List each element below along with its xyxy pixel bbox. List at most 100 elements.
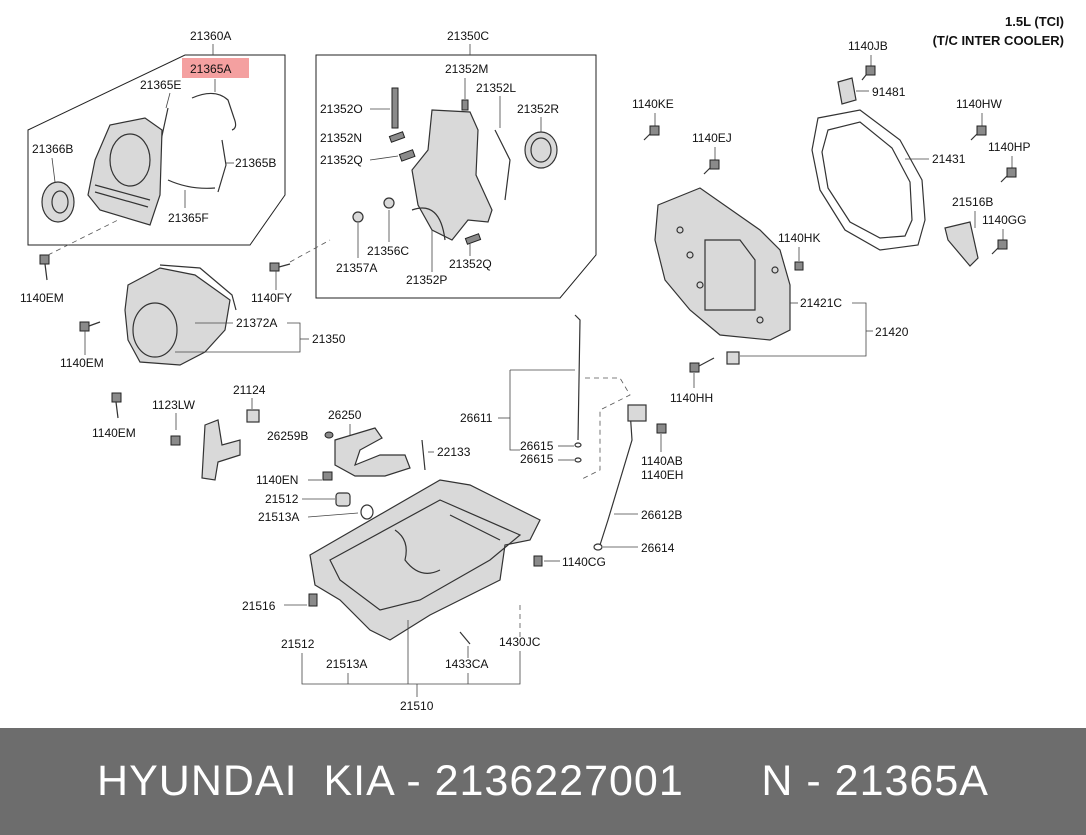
dipstick-tube-26612B	[599, 409, 633, 546]
part-label-26615-b: 26615	[520, 452, 554, 466]
gasket-21513A	[360, 504, 374, 520]
part-label-21510: 21510	[400, 699, 434, 713]
parts-exploded-diagram: 1.5L (TCI) (T/C INTER COOLER) 21360A 213…	[20, 14, 1064, 713]
bracket-21516B-group: 21516B 1140GG	[944, 195, 1026, 267]
timing-cover-group: 21360A 21365A 21365E 21366B 21365B 21365…	[27, 29, 286, 246]
washer-21357A	[352, 211, 364, 223]
part-label-21360A: 21360A	[190, 29, 231, 43]
rod-21352O	[391, 87, 399, 129]
part-label-21516B: 21516B	[952, 195, 993, 209]
part-label-26259B: 26259B	[267, 429, 308, 443]
gasket-21372A	[159, 264, 237, 311]
highlight-21365A	[182, 58, 249, 78]
pin-21352Q-b	[464, 233, 482, 245]
part-label-21513A-b: 21513A	[326, 657, 367, 671]
part-label-1140EN: 1140EN	[256, 473, 298, 487]
rear-plate-21421C	[654, 187, 791, 341]
bolt-1140CG	[533, 555, 543, 567]
part-label-21365B: 21365B	[235, 156, 276, 170]
bracket-91481	[837, 77, 857, 105]
part-label-1140EM-b: 1140EM	[60, 356, 104, 370]
part-label-21420: 21420	[875, 325, 909, 339]
cover-plate-21350C	[411, 109, 493, 241]
dowel-21420	[726, 351, 740, 365]
front-case-group: 21372A 21350	[124, 264, 346, 366]
part-label-1140EJ: 1140EJ	[692, 131, 732, 145]
bolt-1140HH: 1140HH	[670, 351, 740, 405]
timing-cover-group-box	[27, 54, 286, 246]
part-label-26615-a: 26615	[520, 439, 554, 453]
bolt-1140JB: 1140JB 91481	[837, 39, 906, 105]
part-label-21431: 21431	[932, 152, 966, 166]
part-label-21365E: 21365E	[140, 78, 181, 92]
bolt-1140HP: 1140HP	[988, 140, 1030, 183]
bolt-1140GG	[997, 239, 1008, 250]
part-label-1140FY: 1140FY	[251, 291, 292, 305]
part-label-21365A[interactable]: 21365A	[190, 62, 231, 76]
dipstick-tube-group: 26612B 26614 1140AB 1140EH	[593, 404, 683, 555]
oil-strainer-group: 26250 26259B 22133 1140EN	[256, 408, 471, 487]
part-label-21365F: 21365F	[168, 211, 209, 225]
bracket-21516B	[944, 221, 979, 267]
bracket-1123LW: 1123LW	[152, 398, 241, 481]
part-label-1140GG: 1140GG	[982, 213, 1026, 227]
part-label-22133: 22133	[437, 445, 471, 459]
part-label-21512-a: 21512	[265, 492, 299, 506]
part-label-1140HH: 1140HH	[670, 391, 713, 405]
bolt-1140HW: 1140HW	[956, 97, 1002, 141]
part-label-26611: 26611	[460, 411, 493, 425]
gasket-21352L	[494, 129, 511, 201]
part-label-21350C: 21350C	[447, 29, 489, 43]
dowel-body	[246, 409, 260, 423]
gasket-21431-group: 21431	[811, 109, 966, 251]
part-label-1140EM-a: 1140EM	[20, 291, 64, 305]
bracket-plate	[201, 419, 241, 481]
part-number-text: HYUNDAI KIA - 2136227001 N - 21365A	[97, 757, 989, 805]
o-ring-26259B	[324, 431, 334, 439]
drain-plug-21512	[335, 492, 351, 507]
oil-strainer-26250	[334, 427, 411, 477]
gasket-21365B	[217, 139, 227, 193]
engine-spec-label: 1.5L (TCI)	[1005, 14, 1064, 29]
oil-pan-group: 21516 21512 21513A 1433CA 1430JC 21510 1…	[242, 479, 606, 713]
pin-21352N	[388, 131, 406, 143]
timing-cover-21360A	[87, 117, 163, 226]
bolt-1140AB	[656, 423, 667, 434]
part-label-1140EH: 1140EH	[641, 468, 683, 482]
arc-21352P	[411, 207, 446, 241]
timing-cover-lower-group-box	[315, 54, 597, 299]
part-label-1140HW: 1140HW	[956, 97, 1002, 111]
tube-bracket	[627, 404, 647, 422]
part-label-26250: 26250	[328, 408, 362, 422]
part-label-21352P: 21352P	[406, 273, 447, 287]
part-label-21350: 21350	[312, 332, 346, 346]
part-label-91481: 91481	[872, 85, 906, 99]
bolt-1140FY: 1140FY	[251, 239, 331, 305]
part-label-1140EM-c: 1140EM	[92, 426, 136, 440]
part-label-1140JB: 1140JB	[848, 39, 888, 53]
gasket-21365A	[191, 92, 237, 131]
o-ring-26614	[593, 543, 603, 551]
part-label-21124: 21124	[233, 383, 266, 397]
part-label-21356C: 21356C	[367, 244, 409, 258]
part-label-1433CA: 1433CA	[445, 657, 488, 671]
dipstick-group: 26611 26615 26615	[460, 314, 631, 481]
dipstick-26611	[574, 314, 581, 441]
part-label-1140HP: 1140HP	[988, 140, 1030, 154]
part-label-21513A-a: 21513A	[258, 510, 299, 524]
part-label-21357A: 21357A	[336, 261, 377, 275]
timing-cover-lower-group: 21350C 21352M 21352L 21352O 21352R 21352…	[315, 29, 597, 299]
part-label-21352R: 21352R	[517, 102, 559, 116]
part-label-1123LW: 1123LW	[152, 398, 196, 412]
engine-variant-label: (T/C INTER COOLER)	[933, 33, 1064, 48]
plug-21516	[308, 593, 318, 607]
pin-21352M	[461, 99, 469, 111]
bolt-1140HK	[794, 261, 804, 271]
part-label-1430JC: 1430JC	[499, 635, 541, 649]
oil-seal-21366B	[41, 181, 75, 223]
bolt-1140EM-a: 1140EM	[20, 219, 119, 305]
part-label-1140KE: 1140KE	[632, 97, 674, 111]
part-label-1140HK: 1140HK	[778, 231, 820, 245]
part-label-21366B: 21366B	[32, 142, 73, 156]
part-label-21352M: 21352M	[445, 62, 488, 76]
